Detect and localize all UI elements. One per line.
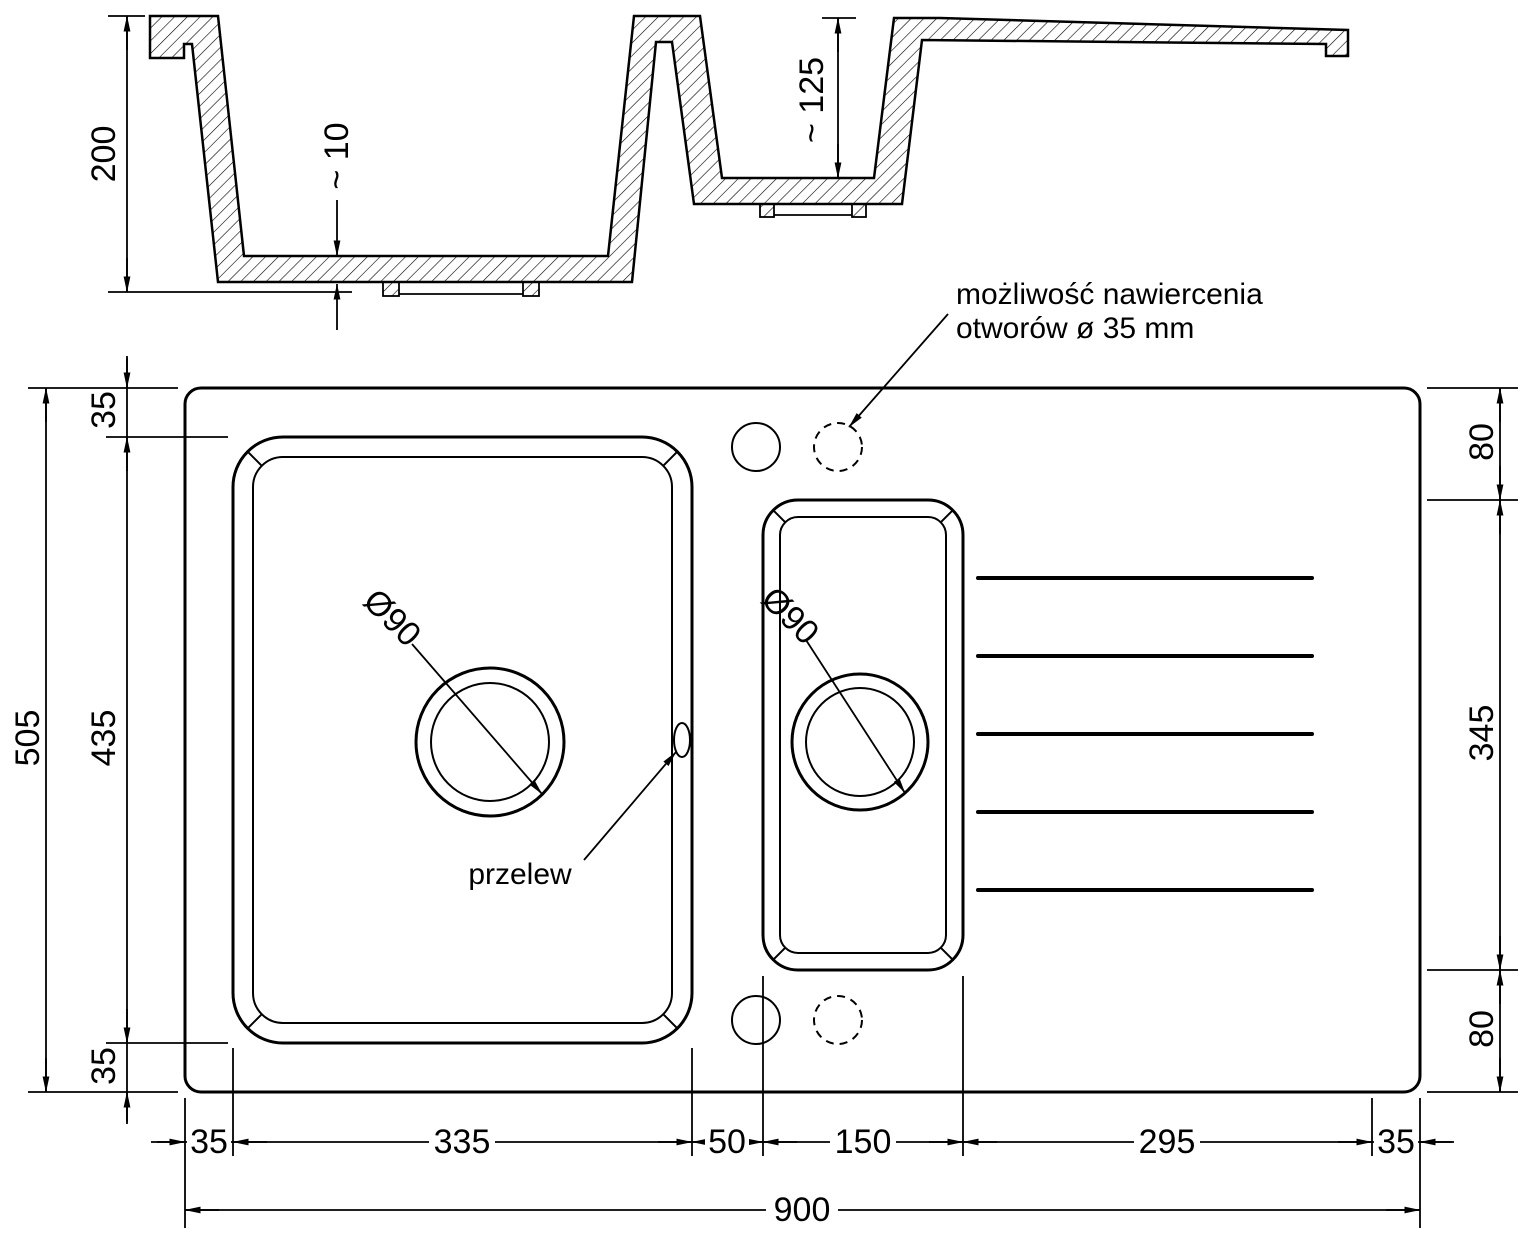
label-background <box>705 1124 749 1160</box>
label-background <box>429 1124 495 1160</box>
dim-label-435: 435 <box>85 710 123 767</box>
dim-label-900: 900 <box>774 1191 831 1229</box>
label-background <box>187 1124 231 1160</box>
dim-section-small-bowl-depth: ~ 125 <box>793 17 856 179</box>
dim-label-80-top: 80 <box>1463 423 1501 461</box>
dim-label-295: 295 <box>1139 1123 1196 1161</box>
dim-label-10: ~ 10 <box>318 122 356 189</box>
dim-label-505: 505 <box>9 710 47 767</box>
section-view: 200 ~ 10 ~ 125 <box>85 14 1350 330</box>
left-bowl-inner <box>252 456 673 1024</box>
sink-outer-edge <box>183 386 1422 1094</box>
dim-plan-left: 505 35 435 35 <box>9 356 228 1124</box>
drain-diameter-left-label: Ø90 <box>356 582 428 654</box>
small-drain-outer <box>790 672 930 812</box>
optional-hole-bottom <box>813 995 863 1045</box>
optional-hole-top <box>813 422 863 472</box>
label-background <box>766 1192 838 1228</box>
drain-diameter-right-leader <box>805 639 906 794</box>
left-bowl-corner-ticks <box>246 450 679 1030</box>
annotations: możliwość nawiercenia otworów ø 35 mm pr… <box>356 278 1263 891</box>
dim-label-50: 50 <box>708 1123 746 1161</box>
dim-label-200: 200 <box>85 126 123 183</box>
left-drain-inner <box>430 682 550 802</box>
drill-note-leader <box>848 313 949 428</box>
corner-tick <box>939 509 954 524</box>
drill-note-line1: możliwość nawiercenia <box>956 278 1263 311</box>
drain-flange <box>851 203 867 218</box>
dim-label-35-bottom: 35 <box>85 1047 123 1085</box>
left-drain-outer <box>414 666 566 818</box>
corner-tick <box>772 509 787 524</box>
dim-label-35-top: 35 <box>85 391 123 429</box>
drain-flange <box>759 203 775 218</box>
drill-note-line2: otworów ø 35 mm <box>956 312 1194 345</box>
small-bowl-inner <box>779 516 947 954</box>
label-background <box>1374 1124 1418 1160</box>
corner-tick <box>939 946 954 961</box>
dim-label-150: 150 <box>835 1123 892 1161</box>
dim-section-bottom-thickness: ~ 10 <box>318 122 356 330</box>
tap-holes <box>731 422 863 1045</box>
drain-diameter-right-label: Ø90 <box>754 580 826 652</box>
corner-tick <box>246 1013 263 1030</box>
dim-section-depth-200: 200 <box>85 15 352 293</box>
drain-flange <box>382 281 400 297</box>
dim-label-80-bottom: 80 <box>1463 1010 1501 1048</box>
section-drain-recess-left <box>382 281 540 297</box>
dim-label-125: ~ 125 <box>793 57 831 143</box>
dim-label-w35-left: 35 <box>190 1123 228 1161</box>
corner-tick <box>662 1013 679 1030</box>
corner-tick <box>662 450 679 467</box>
small-bowl-rim <box>761 498 965 972</box>
dim-label-335: 335 <box>434 1123 491 1161</box>
overflow-label: przelew <box>468 858 572 891</box>
left-bowl-rim <box>231 435 694 1045</box>
corner-tick <box>772 946 787 961</box>
corner-tick <box>246 450 263 467</box>
dim-label-w35-right: 35 <box>1377 1123 1415 1161</box>
plan-view <box>183 386 1422 1094</box>
drain-flange <box>522 281 540 297</box>
overflow-leader <box>583 751 677 861</box>
section-profile <box>148 14 1350 284</box>
overflow-slot <box>673 722 691 758</box>
drainer-grooves <box>976 576 1314 892</box>
tap-hole-bottom <box>731 995 781 1045</box>
drain-diameter-left-leader <box>411 643 543 795</box>
dim-plan-right: 80 345 80 <box>1427 387 1518 1093</box>
section-drain-recess-small <box>759 203 867 218</box>
dim-label-345: 345 <box>1463 705 1501 762</box>
small-bowl-corner-ticks <box>772 509 954 961</box>
tap-hole-top <box>731 422 781 472</box>
label-background <box>830 1124 896 1160</box>
dim-plan-bottom: 35 335 50 150 295 35 900 <box>151 976 1454 1229</box>
small-drain-inner <box>805 687 915 797</box>
label-background <box>1134 1124 1200 1160</box>
